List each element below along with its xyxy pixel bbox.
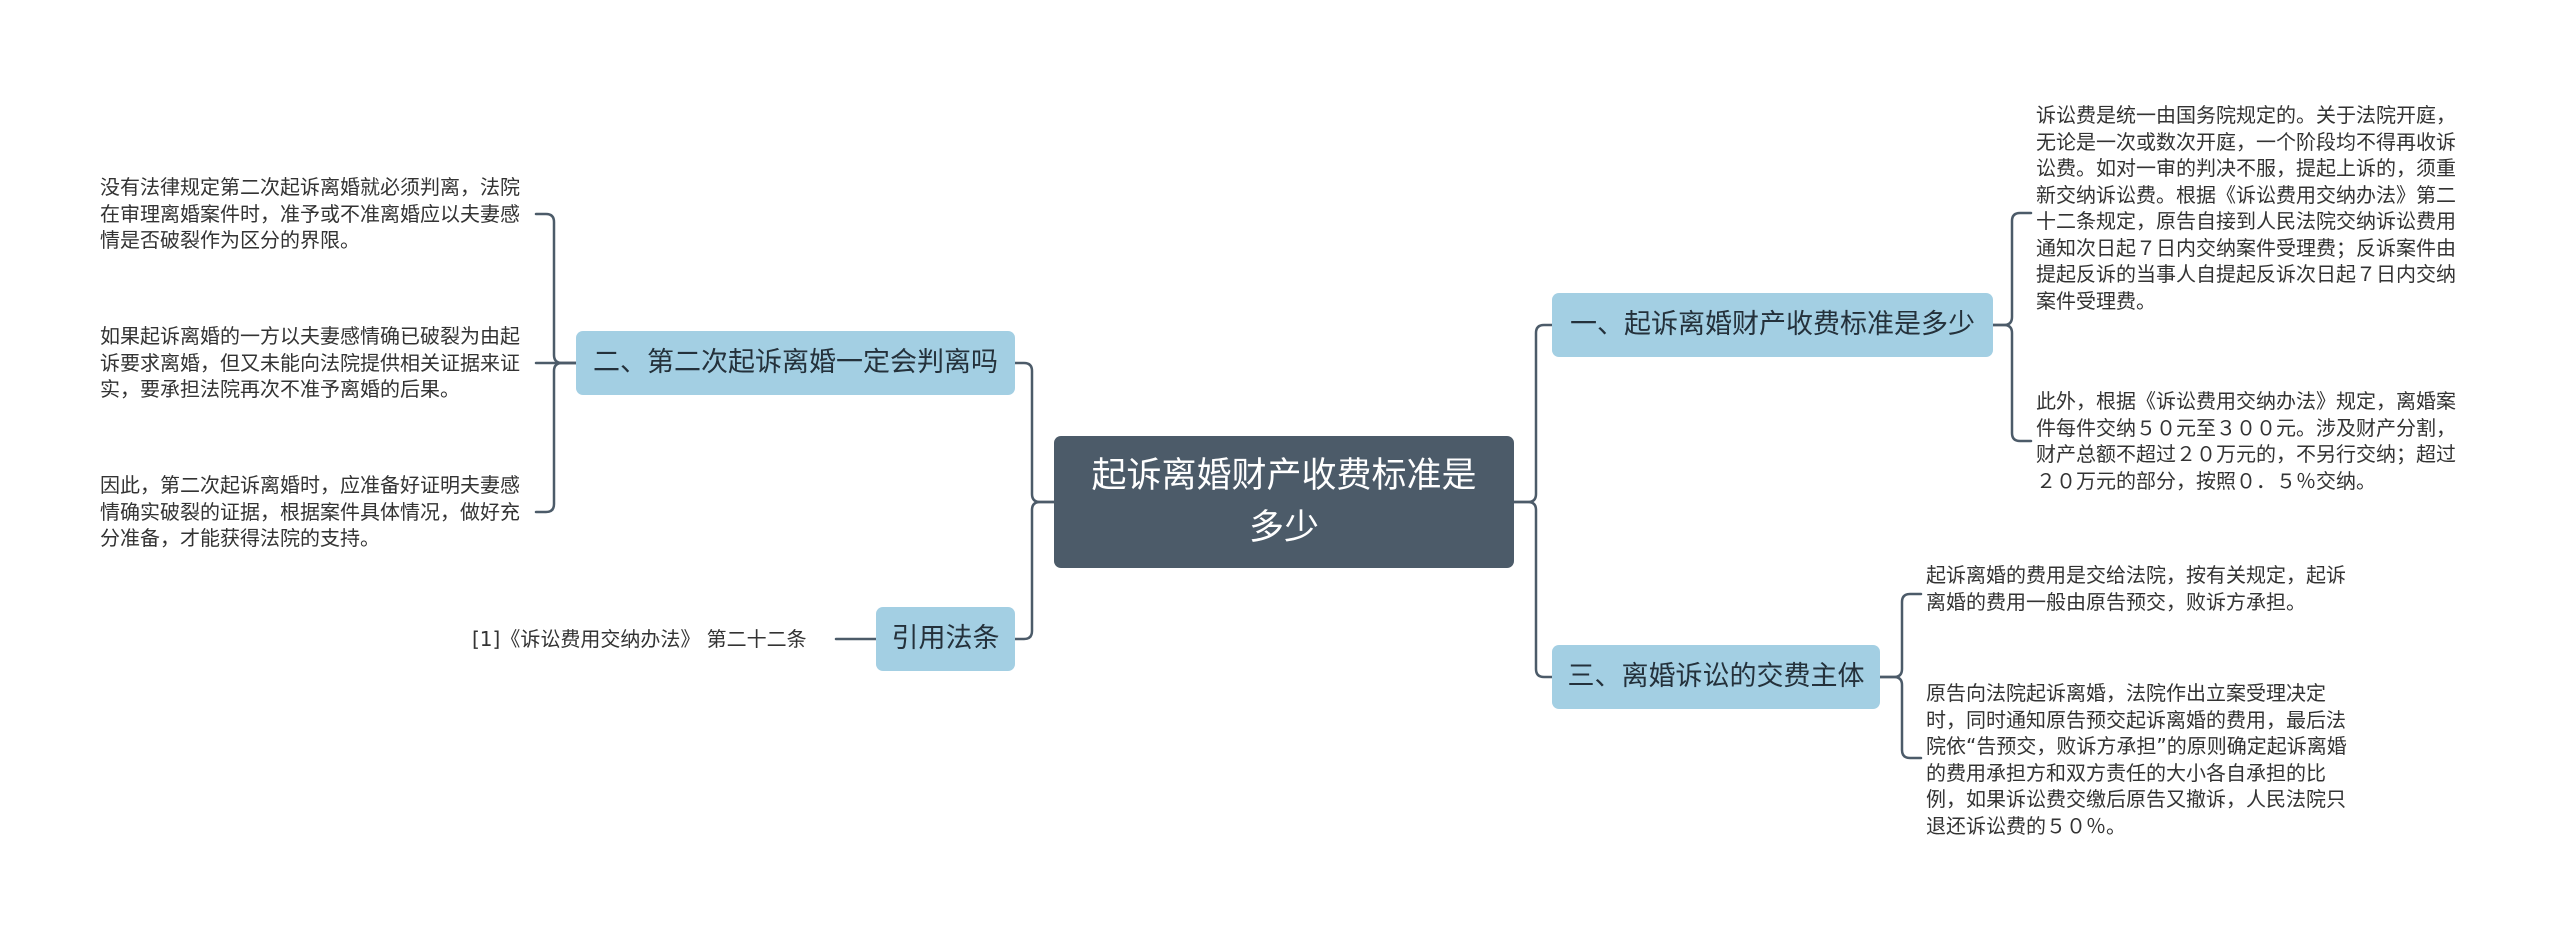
link-branch2-leaf1 <box>534 212 578 365</box>
branch-cited-law[interactable]: 引用法条 <box>876 607 1015 671</box>
link-root-branch3 <box>1512 500 1554 679</box>
leaf-fee-payer-2[interactable]: 原告向法院起诉离婚，法院作出立案受理决定时，同时通知原告预交起诉离婚的费用，最后… <box>1926 681 2347 838</box>
leaf-second-divorce-2[interactable]: 如果起诉离婚的一方以夫妻感情确已破裂为由起诉要求离婚，但又未能向法院提供相关证据… <box>100 324 520 401</box>
link-branch3-leaf1 <box>1878 592 1923 679</box>
branch-second-divorce[interactable]: 二、第二次起诉离婚一定会判离吗 <box>576 331 1015 395</box>
branch-fee-payer[interactable]: 三、离婚诉讼的交费主体 <box>1552 645 1880 709</box>
branch-cited-law-label: 引用法条 <box>891 623 1000 654</box>
link-branch1-leaf2 <box>1991 323 2033 443</box>
leaf-second-divorce-3[interactable]: 因此，第二次起诉离婚时，应准备好证明夫妻感情确实破裂的证据，根据案件具体情况，做… <box>100 473 520 550</box>
branch-second-divorce-label: 二、第二次起诉离婚一定会判离吗 <box>593 347 998 378</box>
leaf-fee-payer-1[interactable]: 起诉离婚的费用是交给法院，按有关规定，起诉离婚的费用一般由原告预交，败诉方承担。 <box>1926 563 2346 614</box>
leaf-fee-standard-1[interactable]: 诉讼费是统一由国务院规定的。关于法院开庭，无论是一次或数次开庭，一个阶段均不得再… <box>2036 103 2456 313</box>
leaf-fee-standard-2[interactable]: 此外，根据《诉讼费用交纳办法》规定，离婚案件每件交纳５０元至３００元。涉及财产分… <box>2036 389 2456 493</box>
link-branch3-leaf2 <box>1878 675 1923 760</box>
branch-fee-payer-label: 三、离婚诉讼的交费主体 <box>1567 661 1865 692</box>
link-branch1-leaf1 <box>1991 211 2033 327</box>
leaf-cited-law-1[interactable]: [1]《诉讼费用交纳办法》 第二十二条 <box>472 627 807 651</box>
link-root-branch2 <box>1013 361 1056 504</box>
leaf-second-divorce-1[interactable]: 没有法律规定第二次起诉离婚就必须判离，法院在审理离婚案件时，准予或不准离婚应以夫… <box>100 175 520 252</box>
root-topic[interactable]: 起诉离婚财产收费标准是多少 <box>1054 436 1514 568</box>
branch-fee-standard[interactable]: 一、起诉离婚财产收费标准是多少 <box>1552 293 1993 357</box>
root-topic-label: 起诉离婚财产收费标准是多少 <box>1091 456 1477 548</box>
link-branch2-leaf3 <box>534 361 578 514</box>
link-root-branch4 <box>1013 500 1056 641</box>
link-root-branch1 <box>1512 323 1554 504</box>
branch-fee-standard-label: 一、起诉离婚财产收费标准是多少 <box>1570 309 1975 340</box>
